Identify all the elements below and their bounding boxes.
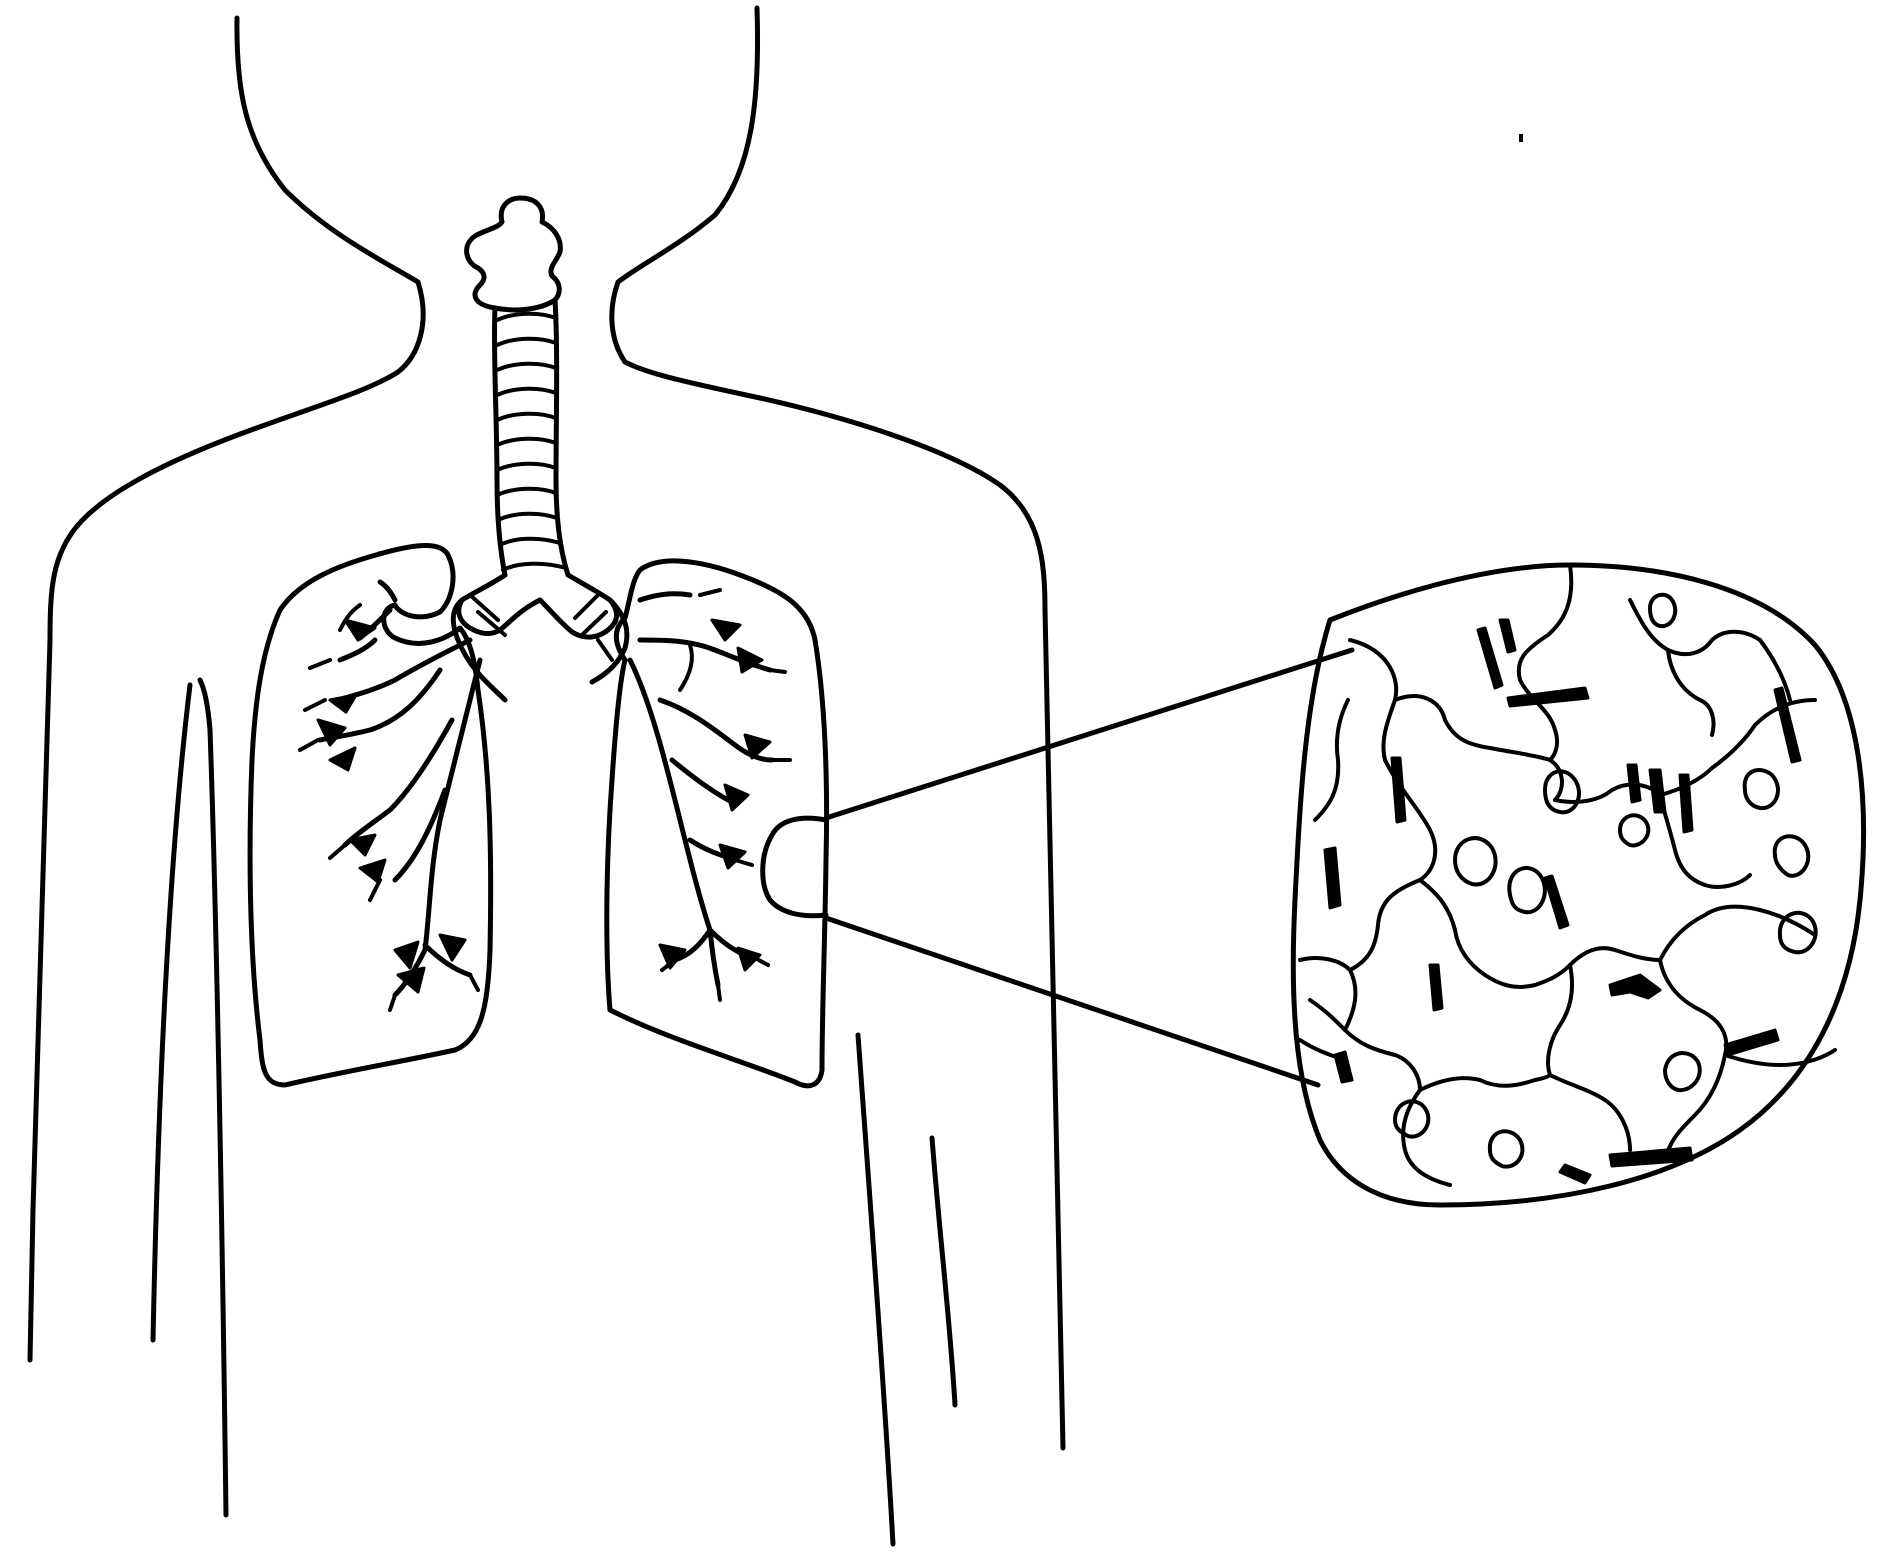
alveolar-walls	[1300, 565, 1835, 1185]
right-lung-sample-region	[763, 818, 826, 916]
right-lung	[607, 561, 827, 1086]
zoom-connector-lines	[826, 650, 1352, 1085]
stray-dot	[1519, 134, 1523, 142]
left-bronchial-tree	[320, 582, 480, 995]
magnified-alveoli	[1293, 565, 1863, 1205]
trachea	[453, 198, 627, 700]
right-inner-arm-line	[932, 1138, 955, 1405]
alveolar-bulbs	[1395, 595, 1816, 1167]
zoom-line-lower	[826, 918, 1318, 1085]
left-torso-line	[200, 680, 226, 1515]
left-neck-shoulder-line	[30, 18, 423, 1360]
right-torso-line	[858, 1035, 893, 1544]
body-outline	[30, 8, 1063, 1544]
right-bronchial-tree	[630, 594, 772, 985]
magnified-circle-outline	[1293, 565, 1863, 1205]
left-inner-arm-line	[153, 685, 190, 1340]
right-neck-shoulder-line	[612, 8, 1063, 1448]
zoom-line-upper	[826, 650, 1352, 818]
bronchus-rings	[470, 595, 612, 660]
larynx	[467, 198, 561, 310]
alveolar-dark-cells	[1325, 620, 1800, 1183]
left-main-bronchus	[459, 575, 540, 634]
right-main-bronchus	[540, 575, 617, 637]
